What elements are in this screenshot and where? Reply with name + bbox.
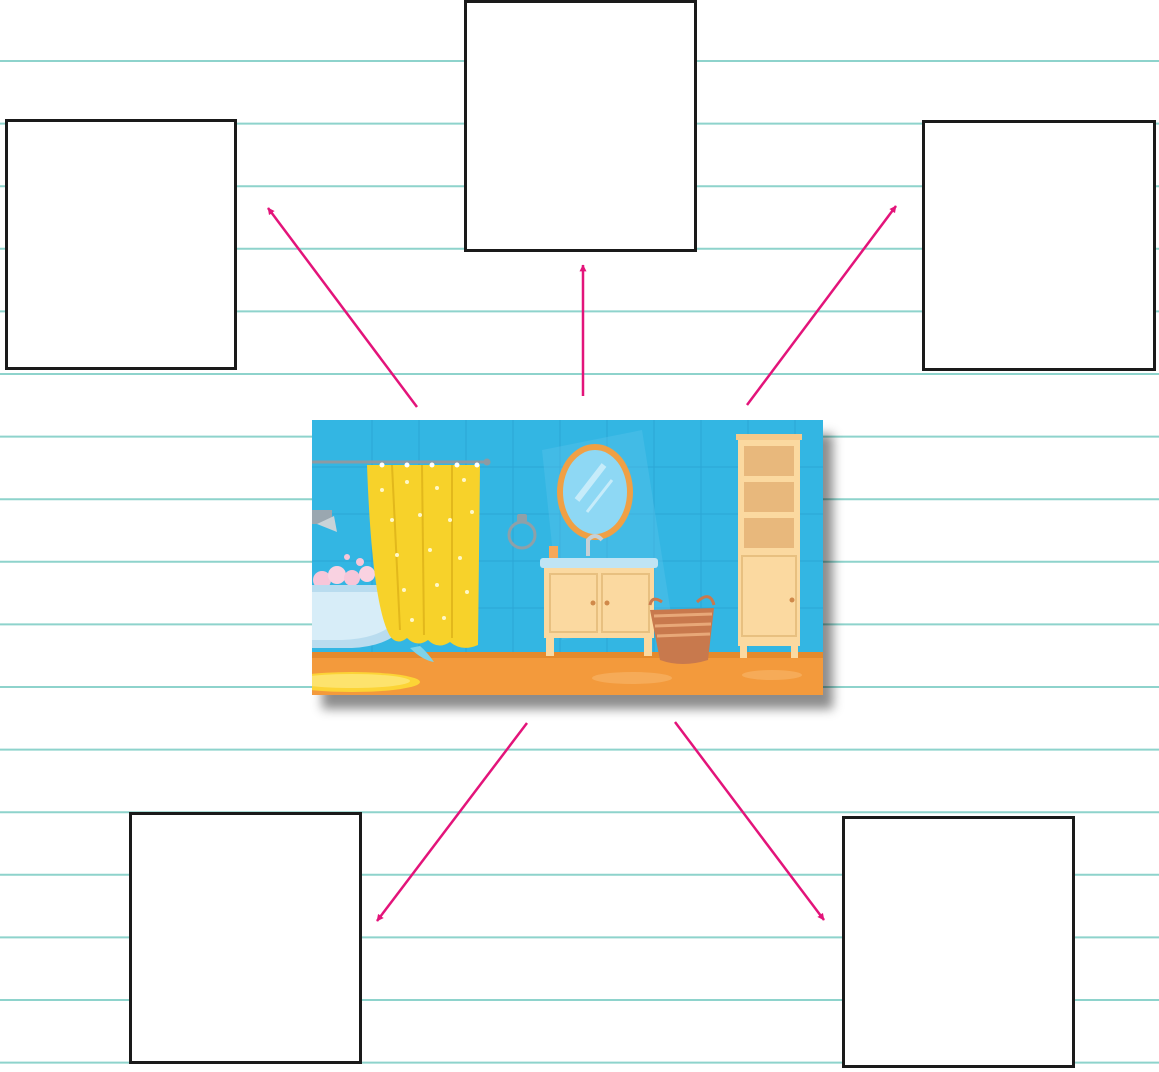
bathroom-scene xyxy=(284,420,823,695)
answer-box-top-center[interactable] xyxy=(464,0,697,252)
answer-box-bottom-left[interactable] xyxy=(129,812,362,1064)
shower-curtain xyxy=(367,462,480,648)
mirror xyxy=(557,444,633,540)
answer-box-top-left[interactable] xyxy=(5,119,237,370)
laundry-basket xyxy=(648,595,716,664)
tall-cabinet xyxy=(736,434,802,658)
bathroom-picture xyxy=(284,420,823,695)
answer-box-top-right[interactable] xyxy=(922,120,1156,371)
answer-box-bottom-right[interactable] xyxy=(842,816,1075,1068)
